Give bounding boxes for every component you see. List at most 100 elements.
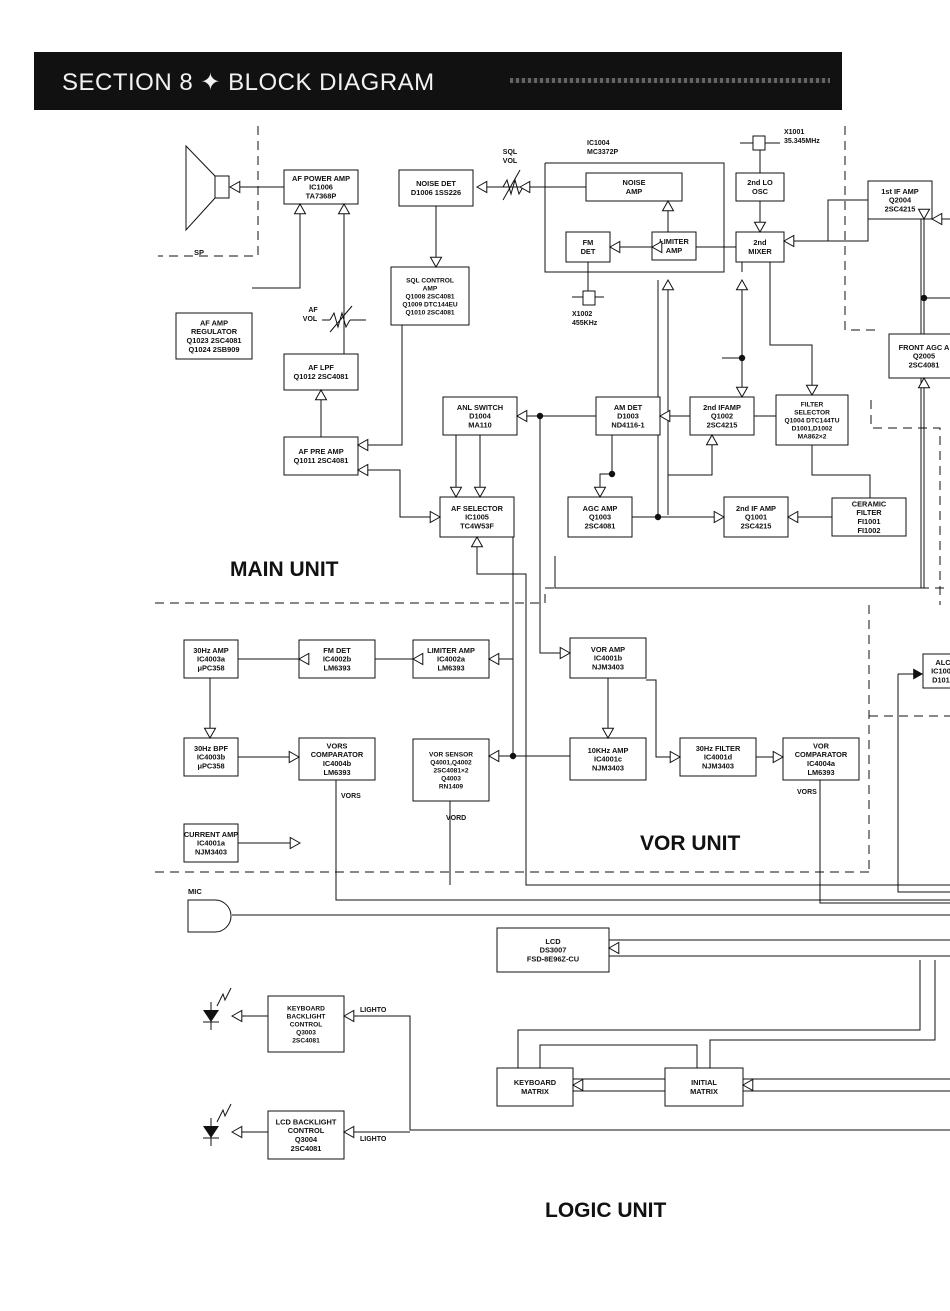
block-line: AGC AMP — [583, 504, 618, 513]
unit-boundary-line — [870, 400, 941, 605]
signal-arrow — [314, 388, 328, 401]
signal-arrow — [661, 278, 675, 291]
block-line: NOISE DET — [416, 179, 456, 188]
led-light-symbol — [216, 1103, 232, 1123]
block-line: IC4002a — [437, 655, 466, 664]
x1002-label: 455KHz — [572, 320, 598, 327]
block-frame — [398, 169, 474, 207]
led-light-symbol — [216, 987, 232, 1007]
block-frame — [565, 231, 611, 263]
wire — [811, 445, 871, 498]
signal-arrow — [559, 646, 572, 660]
block-line: Q3003 — [296, 1029, 316, 1036]
wire — [358, 325, 403, 446]
signal-arrow — [658, 409, 671, 423]
main-unit-title: MAIN UNIT — [230, 558, 339, 581]
block-frame — [267, 1110, 345, 1160]
block-line: D1001,D1002 — [792, 425, 833, 432]
block-frame — [567, 496, 633, 538]
block-line: FSD-8E96Z-CU — [527, 954, 579, 963]
block-line: 2nd IF AMP — [736, 504, 776, 513]
signal-arrow — [650, 240, 663, 254]
block-line: FI1002 — [857, 526, 880, 535]
block-line: FM — [583, 238, 594, 247]
block-line: MATRIX — [521, 1087, 549, 1096]
block-frame — [496, 1067, 574, 1107]
block-line: MA110 — [468, 420, 491, 429]
block-line: CERAMIC — [852, 499, 887, 508]
block-line: IC4002b — [323, 655, 352, 664]
block-line: SQL CONTROL — [406, 277, 454, 284]
block-frame — [183, 639, 239, 679]
block-line: VORS — [327, 741, 348, 750]
af-vol-label: AF — [308, 307, 318, 314]
signal-arrow — [487, 652, 500, 666]
block-line: IC4004a — [807, 759, 836, 768]
x1002-label: X1002 — [572, 311, 592, 318]
signal-arrow — [429, 256, 443, 269]
signal-arrow — [449, 486, 463, 499]
block-frame — [298, 639, 376, 679]
wire — [517, 960, 921, 1068]
block-line: DET — [581, 247, 596, 256]
block-line: LIMITER — [659, 237, 689, 246]
unit-boundary-line — [844, 126, 875, 331]
block-line: NJM3403 — [592, 662, 624, 671]
junction-dot — [509, 752, 517, 760]
block-line: RN1409 — [439, 783, 464, 790]
wire — [897, 674, 950, 893]
signal-arrow — [473, 486, 487, 499]
block-frame — [664, 1067, 744, 1107]
block-line: COMPARATOR — [311, 750, 364, 759]
block-line: TC4W53F — [460, 521, 494, 530]
speaker-magnet — [214, 175, 230, 199]
component-symbols — [185, 135, 905, 1146]
wire — [544, 162, 725, 273]
wire — [489, 658, 514, 757]
block-line: Q1009 DTC144EU — [402, 301, 458, 308]
signal-arrow — [607, 941, 620, 955]
wire — [668, 435, 713, 476]
signal-arrow — [917, 376, 931, 389]
block-line: KEYBOARD — [514, 1078, 557, 1087]
signal-arrow — [753, 221, 767, 234]
block-line: COMPARATOR — [795, 750, 848, 759]
signal-arrow — [661, 199, 675, 212]
block-line: AF POWER AMP — [292, 174, 350, 183]
block-line: IC1005 — [465, 513, 489, 522]
sql-vol-label: VOL — [503, 158, 518, 165]
signal-arrow — [518, 180, 531, 194]
signal-arrow — [782, 234, 795, 248]
block-line: Q4001,Q4002 — [430, 759, 472, 766]
block-line: 2SC4215 — [885, 204, 916, 213]
block-line: Q2005 — [913, 352, 935, 361]
block-line: VOR — [813, 741, 830, 750]
block-line: LM6393 — [323, 663, 350, 672]
wire — [329, 305, 353, 333]
signal-arrow — [293, 202, 307, 215]
block-line: Q4003 — [441, 775, 461, 782]
sql-vol-resistor — [502, 178, 524, 196]
block-line: VOR SENSOR — [429, 751, 473, 758]
block-line: AF LPF — [308, 363, 334, 372]
signal-arrow — [917, 208, 931, 221]
block-line: CONTROL — [288, 1126, 325, 1135]
crystal-x1002 — [582, 290, 596, 306]
block-line: NOISE — [623, 178, 646, 187]
block-frame — [735, 172, 785, 202]
sql-vol-label: SQL — [503, 149, 518, 156]
block-frame — [585, 172, 683, 202]
crystal-x1001 — [752, 135, 766, 151]
wire — [784, 199, 869, 242]
